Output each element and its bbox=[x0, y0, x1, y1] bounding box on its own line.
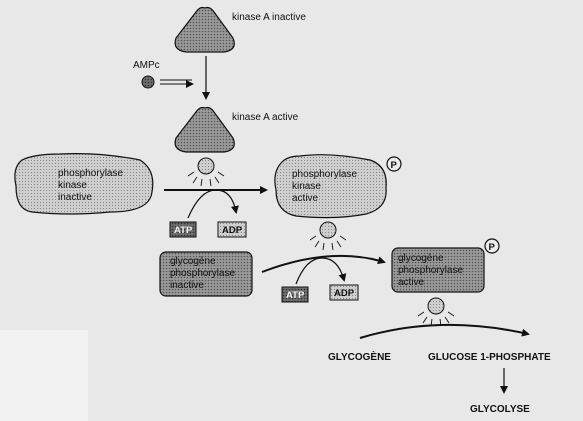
ampc-label: AMPc bbox=[133, 60, 160, 71]
adp-label-2: ADP bbox=[334, 288, 355, 299]
phosphorylase-kinase-active-site bbox=[319, 221, 337, 239]
faded-corner bbox=[0, 330, 88, 421]
phosphorylase-kinase-inactive-label: phosphorylase kinase inactive bbox=[58, 168, 126, 203]
kinase-a-inactive-shape bbox=[174, 6, 235, 53]
glucose-1-phosphate-label: GLUCOSE 1-PHOSPHATE bbox=[428, 352, 551, 363]
kinase-a-inactive-label: kinase A inactive bbox=[232, 12, 306, 23]
phosphorylase-activation-arrow bbox=[261, 254, 386, 273]
phosphate-label-2: P bbox=[489, 242, 496, 253]
glycogen-phosphorylase-inactive-label: glycogène phosphorylase inactive bbox=[170, 256, 238, 291]
atp-adp-loop-1 bbox=[187, 189, 239, 219]
kinase-a-active-site bbox=[197, 157, 215, 175]
phosphorylase-kinase-active-label: phosphorylase kinase active bbox=[292, 169, 360, 204]
phosphorylase-kinase-rays bbox=[309, 235, 347, 251]
adp-box-2 bbox=[329, 284, 359, 301]
atp-box-1 bbox=[169, 221, 197, 238]
glycogenolysis-arrow bbox=[359, 323, 530, 339]
glycogen-phosphorylase-inactive-shape bbox=[159, 251, 253, 297]
atp-label-2: ATP bbox=[286, 290, 305, 301]
atp-box-2 bbox=[281, 286, 309, 303]
phosphorylase-kinase-active-shape bbox=[274, 154, 387, 219]
atp-label-1: ATP bbox=[174, 225, 193, 236]
phosphate-badge-1 bbox=[386, 156, 402, 172]
glycogen-phosphorylase-active-site bbox=[427, 297, 445, 315]
glycolyse-label: GLYCOLYSE bbox=[470, 404, 530, 415]
phosphate-label-1: P bbox=[391, 160, 398, 171]
glycogene-label: GLYCOGÈNE bbox=[328, 350, 391, 363]
ampc-molecule bbox=[141, 75, 155, 89]
adp-box-1 bbox=[217, 221, 247, 238]
glycogen-phosphorylase-active-label: glycogène phosphorylase active bbox=[398, 253, 466, 288]
phosphate-badge-2 bbox=[484, 238, 500, 254]
kinase-a-active-label: kinase A active bbox=[232, 112, 299, 123]
glycogen-phosphorylase-active-shape bbox=[391, 247, 485, 293]
adp-label-1: ADP bbox=[222, 225, 243, 236]
phosphorylase-kinase-inactive-shape bbox=[14, 153, 154, 215]
atp-adp-loop-2 bbox=[295, 257, 347, 285]
kinase-a-active-shape bbox=[174, 106, 235, 153]
kinase-a-rays bbox=[187, 171, 225, 187]
